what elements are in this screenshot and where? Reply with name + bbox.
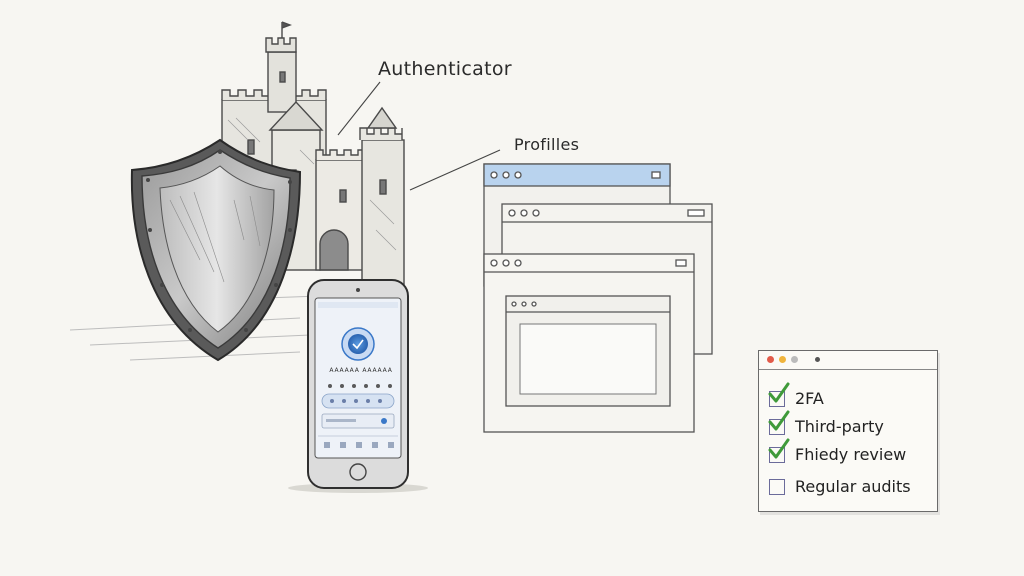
menu-dot-icon — [815, 357, 820, 362]
checklist-item-label: Third-party — [795, 417, 884, 436]
browser-window-icon — [483, 163, 713, 433]
profiles-label: Profilles — [514, 135, 580, 154]
callout-lines — [337, 81, 501, 191]
maximize-dot-icon — [791, 356, 798, 363]
checkbox[interactable] — [768, 382, 790, 407]
authenticator-label: Authenticator — [378, 58, 512, 80]
checkbox[interactable] — [768, 438, 790, 463]
checkmark-icon — [768, 382, 790, 402]
checklist-item[interactable]: Third-party — [768, 410, 884, 436]
close-dot-icon — [767, 356, 774, 363]
smartphone-icon — [288, 279, 428, 493]
checklist-item-label: Fhiedy review — [795, 445, 907, 464]
checklist-item-label: Regular audits — [795, 477, 911, 496]
checklist-item[interactable]: Fhiedy review — [768, 438, 907, 464]
checklist-item[interactable]: Regular audits — [769, 477, 911, 496]
checkmark-icon — [768, 438, 790, 458]
checkbox[interactable] — [769, 478, 785, 495]
checkmark-icon — [768, 410, 790, 430]
checkbox[interactable] — [768, 410, 790, 435]
checklist-item-label: 2FA — [795, 389, 824, 408]
checklist-item[interactable]: 2FA — [768, 382, 824, 408]
shield-icon — [130, 138, 302, 362]
checklist-titlebar — [759, 351, 937, 370]
minimize-dot-icon — [779, 356, 786, 363]
phone-screen-title: AAAAAA AAAAAA — [329, 367, 393, 374]
castle-hatching — [227, 117, 397, 251]
